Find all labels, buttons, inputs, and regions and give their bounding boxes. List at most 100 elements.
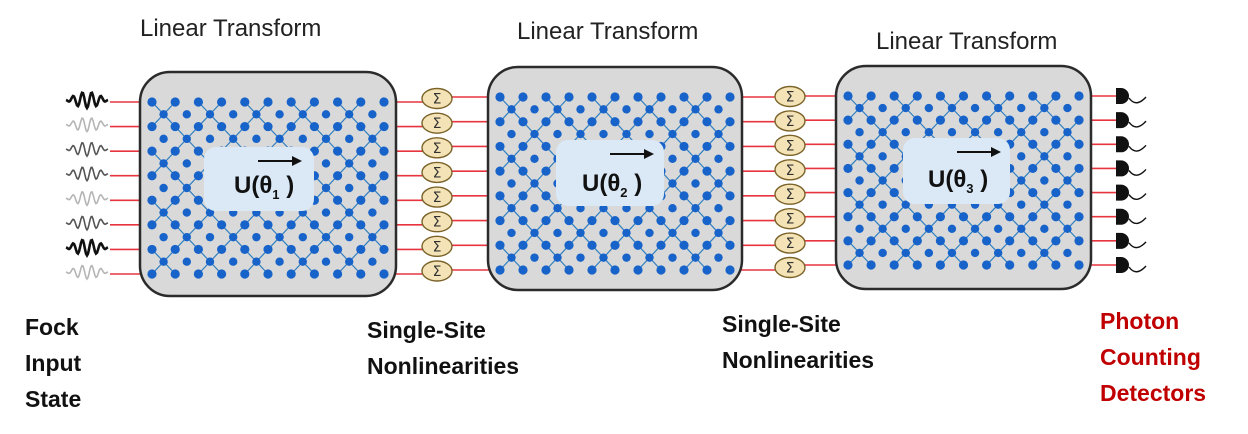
mesh-node <box>691 129 700 139</box>
unitary-2-text: U(θ <box>582 170 621 197</box>
mesh-node <box>252 134 261 144</box>
mesh-node <box>702 141 712 152</box>
mesh-node <box>379 171 389 181</box>
mesh-node <box>368 159 377 168</box>
sigma-symbol: Σ <box>786 261 795 277</box>
mesh-node <box>866 187 876 198</box>
mesh-node <box>866 115 876 125</box>
mesh-node <box>1028 260 1038 270</box>
mesh-node <box>286 269 296 279</box>
sigma-symbol: Σ <box>433 141 442 157</box>
mesh-node <box>935 115 946 125</box>
mesh-node <box>982 236 992 246</box>
mesh-node <box>843 163 853 174</box>
nonlinearity-1-caption-line-2: Nonlinearities <box>367 353 520 379</box>
wave-packet-icon <box>65 141 109 158</box>
mesh-node <box>495 191 505 201</box>
input-caption-line-1: Fock <box>25 314 79 340</box>
mesh-node <box>889 187 899 198</box>
mesh-node <box>633 240 643 250</box>
mesh-node <box>345 208 354 217</box>
mesh-node <box>702 215 712 226</box>
mesh-node <box>147 195 157 205</box>
mesh-node <box>356 97 366 107</box>
mesh-node <box>1017 200 1026 209</box>
mesh-node <box>935 236 946 246</box>
mesh-node <box>993 248 1003 258</box>
mesh-node <box>333 121 343 132</box>
mesh-node <box>1051 187 1061 198</box>
mesh-node <box>1074 260 1084 270</box>
mesh-node <box>679 141 689 152</box>
mesh-node <box>599 253 608 262</box>
mesh-node <box>170 195 180 205</box>
mesh-node <box>1028 236 1038 246</box>
mesh-node <box>229 134 238 144</box>
mesh-node <box>924 248 934 258</box>
mesh-node <box>599 129 608 139</box>
mesh-node <box>240 244 250 255</box>
mesh-node <box>691 204 700 213</box>
mesh-node <box>286 244 296 255</box>
mesh-node <box>1028 91 1038 101</box>
transform-2-title: Linear Transform <box>517 18 699 45</box>
mesh-node <box>843 91 853 101</box>
mesh-node <box>702 240 712 250</box>
mesh-node <box>252 110 261 119</box>
wave-packet-icon <box>65 215 109 232</box>
mesh-node <box>1005 236 1015 246</box>
mesh-node <box>495 92 505 102</box>
mesh-node <box>495 117 505 127</box>
mesh-node <box>691 179 700 188</box>
sigma-symbol: Σ <box>786 138 795 154</box>
mesh-node <box>379 220 389 230</box>
mesh-node <box>843 260 853 270</box>
mesh-node <box>702 117 712 127</box>
mesh-node <box>901 248 910 258</box>
mesh-node <box>368 232 377 242</box>
mesh-node <box>691 228 700 238</box>
mesh-node <box>205 134 215 144</box>
mesh-node <box>321 232 331 242</box>
mesh-node <box>610 215 620 226</box>
mesh-node <box>725 191 735 201</box>
detector-lead <box>1128 265 1147 273</box>
mesh-node <box>309 244 319 255</box>
mesh-node <box>1074 187 1084 198</box>
mesh-node <box>368 110 377 119</box>
mesh-node <box>843 115 853 125</box>
nonlinearity-2-caption-line-2: Nonlinearities <box>722 347 875 373</box>
mesh-node <box>321 159 331 168</box>
mesh-node <box>1074 115 1084 125</box>
mesh-node <box>725 240 735 250</box>
mesh-node <box>518 191 528 201</box>
mesh-node <box>714 253 723 262</box>
mesh-node <box>495 240 505 250</box>
mesh-node <box>507 204 516 213</box>
detector-lead <box>1128 96 1147 104</box>
mesh-node <box>170 171 180 181</box>
mesh-node <box>541 92 551 102</box>
photodetector-icon <box>1116 257 1129 273</box>
mesh-node <box>679 265 689 275</box>
mesh-node <box>645 204 654 213</box>
mesh-node <box>205 232 215 242</box>
input-caption-line-3: State <box>25 386 82 412</box>
unitary-1-subscript: 1 <box>272 186 280 202</box>
mesh-node <box>182 257 191 266</box>
mesh-node <box>321 208 331 217</box>
mesh-node <box>878 128 887 137</box>
mesh-node <box>217 121 227 132</box>
photodetector-icon <box>1116 136 1129 153</box>
mesh-node <box>633 117 643 127</box>
mesh-node <box>622 204 631 213</box>
mesh-node <box>912 260 922 270</box>
mesh-node <box>170 269 180 279</box>
photodetector-icon <box>1116 232 1129 249</box>
mesh-node <box>275 232 284 242</box>
unitary-2-close: ) <box>634 170 643 197</box>
mesh-node <box>866 212 876 222</box>
mesh-node <box>530 154 539 163</box>
mesh-node <box>1051 139 1061 149</box>
mesh-node <box>495 141 505 152</box>
